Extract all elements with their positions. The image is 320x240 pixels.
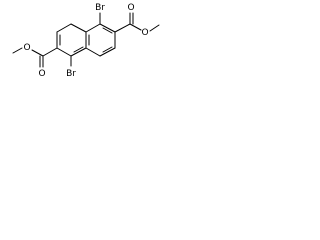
bond — [85, 47, 101, 57]
bond — [99, 23, 116, 33]
structure-diagram: Br Br O O O O — [12, 3, 160, 79]
bond — [12, 47, 23, 54]
atom-o-carbonyl-right: O — [127, 3, 134, 13]
bond — [149, 24, 160, 32]
bond — [56, 23, 72, 33]
bond — [70, 47, 87, 57]
bond — [70, 23, 87, 33]
ester-right: O O — [114, 3, 160, 38]
bond — [114, 23, 131, 33]
bromo-top: Br — [95, 3, 105, 25]
atom-br-top: Br — [95, 3, 105, 13]
bromo-bottom: Br — [66, 55, 76, 79]
bond — [85, 23, 101, 33]
double-bond-inner — [102, 27, 113, 34]
bond — [42, 47, 58, 57]
atom-o-carbonyl-left: O — [38, 69, 45, 79]
atom-o-ester-right: O — [141, 28, 148, 38]
right-ring — [85, 23, 116, 57]
double-bond-inner — [102, 46, 113, 53]
atom-o-ester-left: O — [23, 43, 30, 53]
ester-left: O O — [12, 43, 58, 79]
double-bond-inner — [73, 46, 84, 53]
bond — [129, 23, 142, 31]
left-ring — [56, 23, 87, 57]
bond — [56, 47, 72, 57]
bond — [31, 49, 44, 57]
bond — [99, 47, 116, 57]
atom-br-bottom: Br — [66, 69, 76, 79]
